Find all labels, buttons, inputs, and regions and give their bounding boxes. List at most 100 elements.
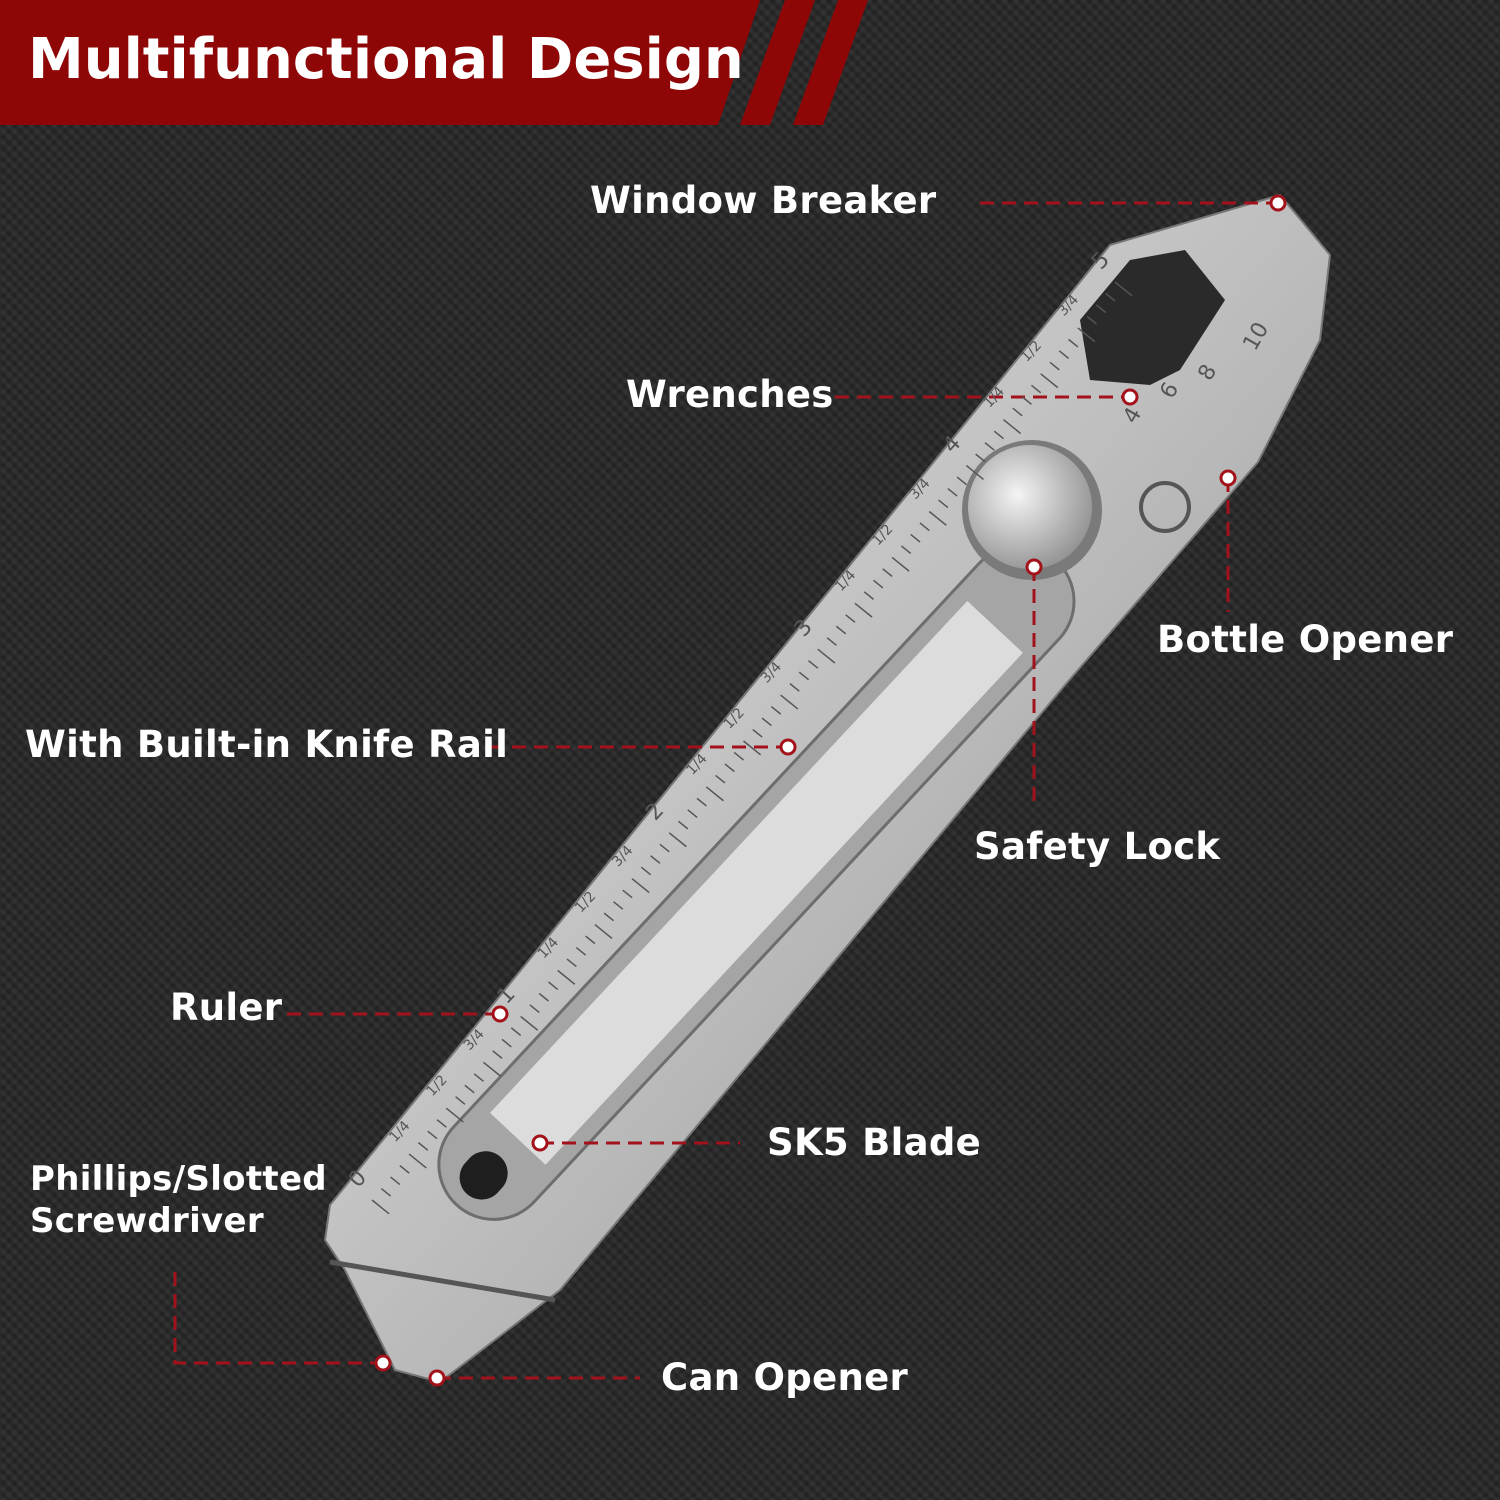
ruler-tick <box>938 499 949 509</box>
label-safety-lock: Safety Lock <box>974 825 1221 868</box>
ruler-tick <box>650 855 661 864</box>
ruler-tick <box>687 809 698 818</box>
ruler-tick <box>808 660 819 669</box>
ruler-tick <box>928 510 947 526</box>
ruler-tick <box>399 1164 410 1174</box>
ruler-tick <box>752 728 763 738</box>
ruler-tick <box>427 1130 438 1140</box>
ruler-tick <box>993 430 1005 440</box>
ruler-tick <box>640 866 652 876</box>
label-bottle-opener: Bottle Opener <box>1157 618 1454 661</box>
ruler-tick <box>510 1027 522 1037</box>
ruler-tick <box>1077 327 1096 343</box>
ruler-tick <box>436 1119 447 1128</box>
blade-channel <box>437 544 1076 1221</box>
banner-stripe <box>793 0 868 125</box>
ruler-tick <box>891 556 910 572</box>
ruler-tick <box>501 1038 512 1048</box>
ruler-tick <box>789 683 800 692</box>
ruler-tick <box>547 981 559 991</box>
knob-face <box>968 445 1092 569</box>
ruler-tick <box>1058 350 1070 359</box>
ruler-tick <box>910 533 921 543</box>
ruler-tick <box>947 487 958 497</box>
ruler-tick <box>390 1176 401 1186</box>
label-can-opener: Can Opener <box>661 1356 909 1399</box>
ruler-tick <box>780 694 799 710</box>
ruler-tick <box>371 1199 390 1215</box>
ruler-tick <box>863 591 875 600</box>
ruler-tick <box>984 442 995 451</box>
ruler-tick <box>1095 304 1107 314</box>
ruler-tick <box>817 648 836 664</box>
ruler-tick <box>1012 407 1023 417</box>
ruler-tick <box>826 637 837 646</box>
page-title: Multifunctional Design <box>28 27 744 92</box>
ruler-tick <box>473 1073 484 1082</box>
ruler-tick <box>482 1061 502 1077</box>
ruler-tick <box>529 1004 540 1014</box>
ruler-tick <box>408 1153 427 1169</box>
ruler-tick <box>724 763 735 773</box>
label-wrenches: Wrenches <box>626 373 834 416</box>
ruler-tick <box>705 786 724 802</box>
label-knife-rail: With Built-in Knife Rail <box>25 723 509 766</box>
callout-dots <box>374 194 1287 1387</box>
title-banner <box>0 0 760 125</box>
ruler-tick <box>873 579 884 589</box>
ruler-tick <box>1068 338 1079 348</box>
ruler-tick <box>492 1050 503 1059</box>
ruler-tick <box>715 774 726 784</box>
callout-lines <box>173 201 1278 1380</box>
ruler-tick <box>668 832 687 848</box>
ruler-tick <box>900 545 912 555</box>
ruler-tick <box>835 625 847 635</box>
ruler-tick <box>1003 419 1022 435</box>
ruler-tick <box>956 476 967 486</box>
ruler-tick <box>613 901 624 910</box>
ruler-tick <box>538 992 549 1002</box>
ruler-tick <box>854 602 873 618</box>
ruler-tick <box>594 924 613 940</box>
ruler-tick <box>1040 373 1059 389</box>
ruler-tick <box>761 717 772 727</box>
ruler-tick <box>566 958 577 968</box>
ruler-tick <box>733 751 745 761</box>
banner-stripe <box>740 0 815 125</box>
ruler-tick <box>1105 292 1116 302</box>
ruler-tick <box>678 820 689 830</box>
ruler-tick <box>845 614 856 623</box>
ruler-tick <box>622 889 633 899</box>
ruler-tick <box>631 878 650 894</box>
ruler-tick <box>1086 315 1097 325</box>
ruler-tick <box>882 568 893 578</box>
label-screwdriver: Phillips/Slotted Screwdriver <box>30 1159 327 1241</box>
ruler-tick <box>1114 281 1133 297</box>
label-window-breaker: Window Breaker <box>590 179 937 222</box>
ruler-tick <box>770 705 782 715</box>
ruler-tick <box>919 522 930 532</box>
label-ruler: Ruler <box>170 986 283 1029</box>
ruler-tick <box>1021 396 1032 405</box>
screwdriver-edge <box>329 1259 556 1303</box>
ruler-tick <box>575 946 587 956</box>
ruler-tick <box>585 935 596 945</box>
ruler-tick <box>659 843 670 853</box>
ruler-tick <box>380 1187 392 1197</box>
label-sk5-blade: SK5 Blade <box>767 1121 982 1164</box>
bottle-cap-icon <box>1139 481 1191 533</box>
ruler-tick <box>520 1015 539 1031</box>
ruler-tick <box>445 1107 464 1123</box>
ruler-tick <box>798 671 810 681</box>
ruler-tick <box>975 453 986 463</box>
ruler-tick <box>1049 361 1060 371</box>
ruler-tick <box>455 1096 466 1105</box>
ruler-tick <box>696 797 707 807</box>
ruler-tick <box>1030 384 1042 394</box>
ruler-tick <box>557 969 576 985</box>
ruler-tick <box>417 1142 429 1151</box>
ruler-tick <box>965 465 984 481</box>
ruler-tick <box>464 1084 475 1094</box>
ruler-tick <box>603 912 614 922</box>
